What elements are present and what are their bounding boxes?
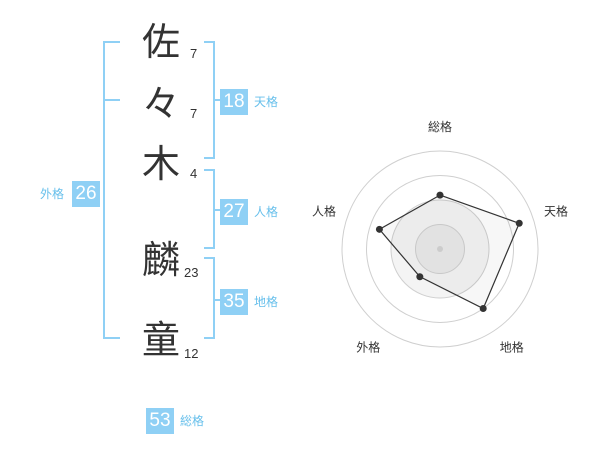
radar-point: [515, 219, 523, 227]
chikaku-bracket: [204, 257, 215, 339]
name-char-1: 佐: [142, 20, 181, 64]
radar-axis-label: 総格: [428, 119, 452, 134]
tenkaku-label: 天格: [254, 95, 279, 109]
jinkaku-value-box: 27: [220, 199, 248, 225]
tenkaku-bracket: [204, 41, 215, 159]
name-char-4: 麟: [142, 238, 181, 282]
stroke-count-2: 7: [190, 106, 198, 121]
soukaku-label: 総格: [180, 414, 205, 428]
radar-point: [416, 273, 424, 281]
tenkaku-value-box: 18: [220, 89, 248, 115]
soukaku-value-box: 53: [146, 408, 174, 434]
radar-axis-label: 人格: [312, 203, 336, 218]
radar-point: [436, 191, 444, 199]
radar-axis-label: 外格: [356, 340, 380, 355]
gaikaku-bracket: [103, 41, 120, 339]
stroke-count-5: 12: [184, 346, 199, 361]
jinkaku-bracket: [204, 169, 215, 249]
radar-score-polygon: [378, 194, 521, 310]
jinkaku-label: 人格: [254, 205, 279, 219]
name-char-2: 々: [142, 82, 181, 126]
radar-axis-label: 地格: [500, 340, 524, 355]
radar-point: [479, 304, 487, 312]
name-char-5: 童: [142, 318, 181, 362]
radar-point: [375, 225, 383, 233]
chikaku-value-box: 35: [220, 289, 248, 315]
radar-axis-label: 天格: [544, 203, 568, 218]
stroke-count-4: 23: [184, 265, 199, 280]
gaikaku-label: 外格: [40, 187, 65, 201]
chikaku-label: 地格: [254, 295, 279, 309]
stroke-count-1: 7: [190, 46, 198, 61]
name-char-3: 木: [142, 142, 181, 186]
gaikaku-value-box: 26: [72, 181, 100, 207]
stroke-count-3: 4: [190, 166, 198, 181]
radar-center-dot: [437, 246, 443, 252]
